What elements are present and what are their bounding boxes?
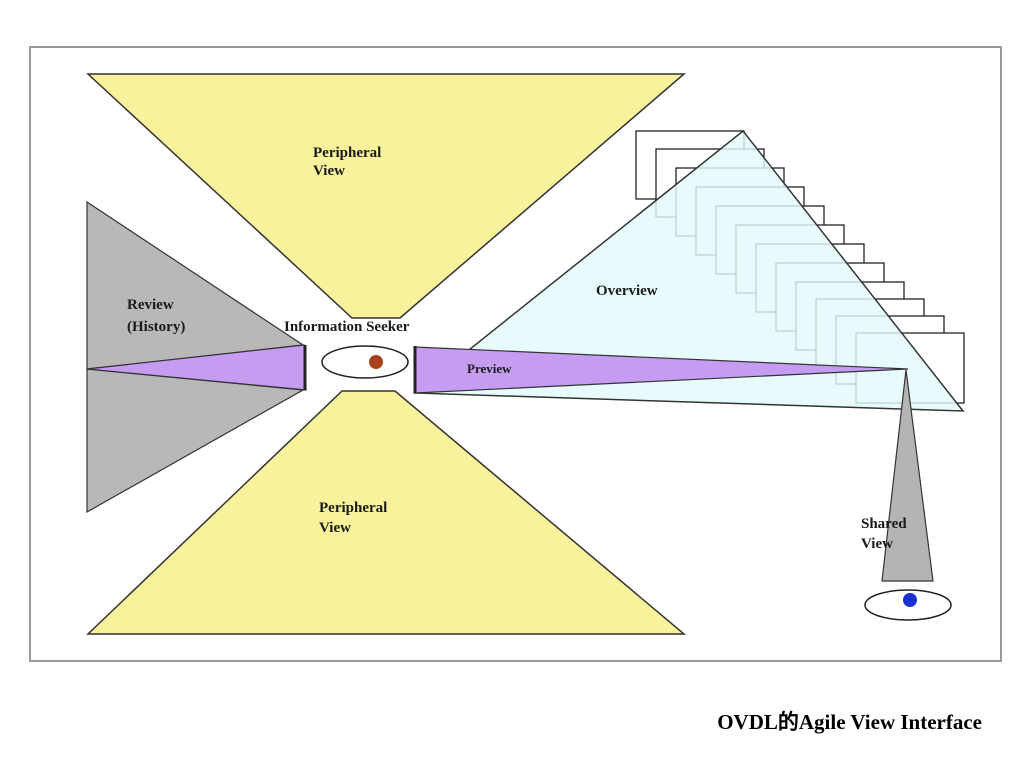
peripheral-view-bottom-label-line2: View — [319, 520, 351, 536]
overview-area — [412, 129, 965, 412]
peripheral-view-bottom-label-line1: Peripheral — [319, 500, 387, 516]
shared-view-label-line2: View — [861, 536, 893, 552]
information-seeker-eye — [321, 345, 409, 379]
shared-view-label-line1: Shared — [861, 516, 907, 532]
peripheral-view-top-label-line2: View — [313, 163, 345, 179]
review-label-line1: Review — [127, 297, 174, 313]
information-seeker-label: Information Seeker — [284, 319, 410, 335]
slide-caption: OVDL的Agile View Interface — [717, 710, 982, 734]
overview-label: Overview — [596, 283, 658, 299]
peripheral-view-top — [86, 73, 687, 319]
shared-viewer-eye — [864, 589, 952, 621]
preview-label: Preview — [467, 361, 512, 376]
peripheral-view-bottom — [86, 390, 687, 635]
peripheral-view-top-label-line1: Peripheral — [313, 145, 381, 161]
shared-view-cone — [881, 369, 934, 582]
review-label-line2: (History) — [127, 319, 185, 335]
